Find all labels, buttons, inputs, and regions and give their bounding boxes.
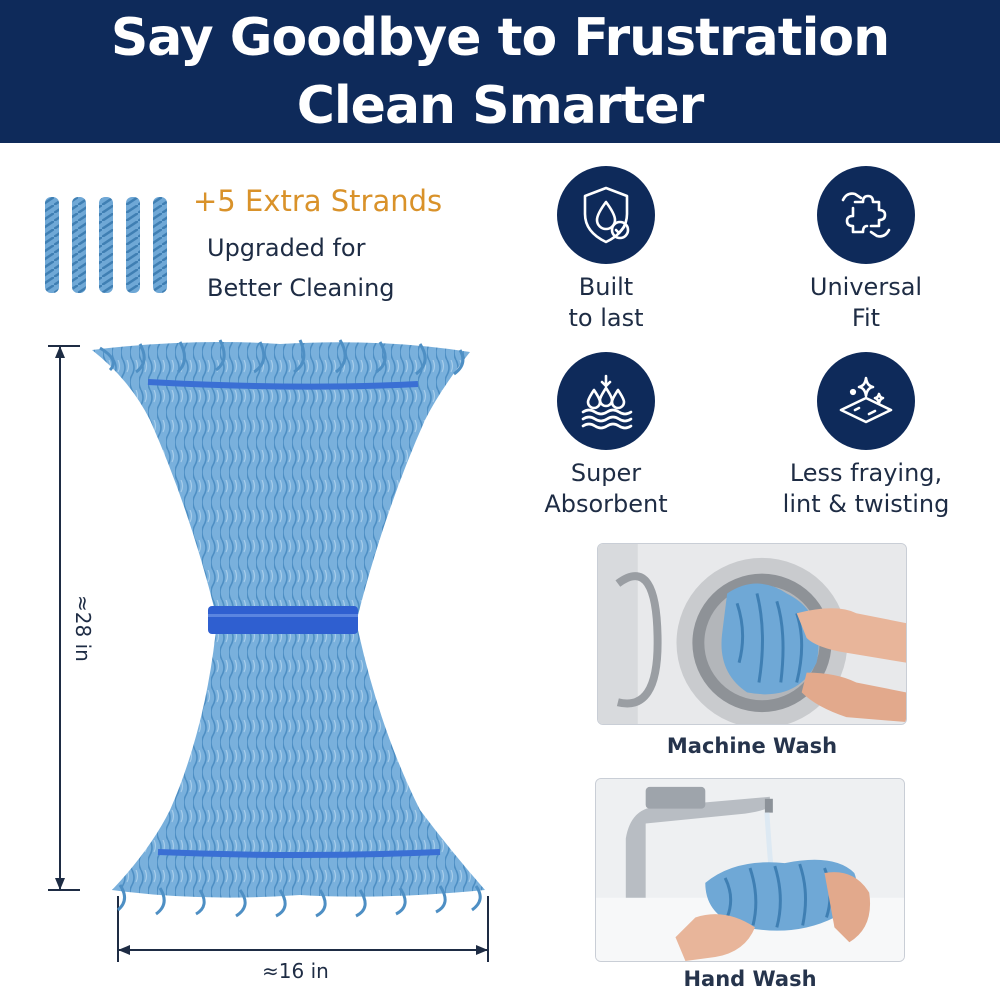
banner-title-line-2: Clean Smarter (296, 76, 705, 136)
hand-wash-photo (595, 778, 905, 962)
mop-head-image (40, 330, 510, 985)
feature-label: Universal Fit (766, 272, 966, 334)
feature-universal-fit: Universal Fit (766, 166, 966, 334)
feature-label-line-1: Super (570, 459, 642, 487)
extra-strands-image (42, 197, 172, 293)
banner-title-line-1: Say Goodbye to Frustration (110, 8, 890, 68)
feature-label-line-2: Absorbent (544, 490, 668, 518)
header-banner: Say Goodbye to Frustration Clean Smarter (0, 0, 1000, 143)
feature-less-fraying: Less fraying, lint & twisting (766, 352, 966, 520)
feature-label: Less fraying, lint & twisting (766, 458, 966, 520)
absorb-drops-icon (557, 352, 655, 450)
strands-icon (45, 197, 167, 293)
feature-label-line-2: to last (568, 304, 644, 332)
feature-label: Built to last (506, 272, 706, 334)
feature-label-line-1: Built (578, 273, 634, 301)
extra-strands-subtitle-line-1: Upgraded for (207, 234, 366, 262)
feature-super-absorbent: Super Absorbent (506, 352, 706, 520)
feature-label-line-2: Fit (851, 304, 881, 332)
feature-label: Super Absorbent (506, 458, 706, 520)
extra-strands-subtitle-line-2: Better Cleaning (207, 274, 395, 302)
height-dimension-label: ≈28 in (71, 595, 95, 662)
width-dimension-label: ≈16 in (262, 959, 329, 983)
machine-wash-photo (597, 543, 907, 725)
feature-label-line-1: Universal (809, 273, 923, 301)
sparkle-floor-icon (817, 352, 915, 450)
shield-drop-icon (557, 166, 655, 264)
extra-strands-subtitle: Upgraded for Better Cleaning (207, 228, 395, 308)
feature-label-line-2: lint & twisting (782, 490, 950, 518)
puzzle-hands-icon (817, 166, 915, 264)
feature-built-to-last: Built to last (506, 166, 706, 334)
machine-wash-caption: Machine Wash (666, 734, 838, 758)
extra-strands-title: +5 Extra Strands (193, 184, 443, 218)
hand-wash-caption: Hand Wash (683, 967, 817, 991)
feature-label-line-1: Less fraying, (789, 459, 943, 487)
